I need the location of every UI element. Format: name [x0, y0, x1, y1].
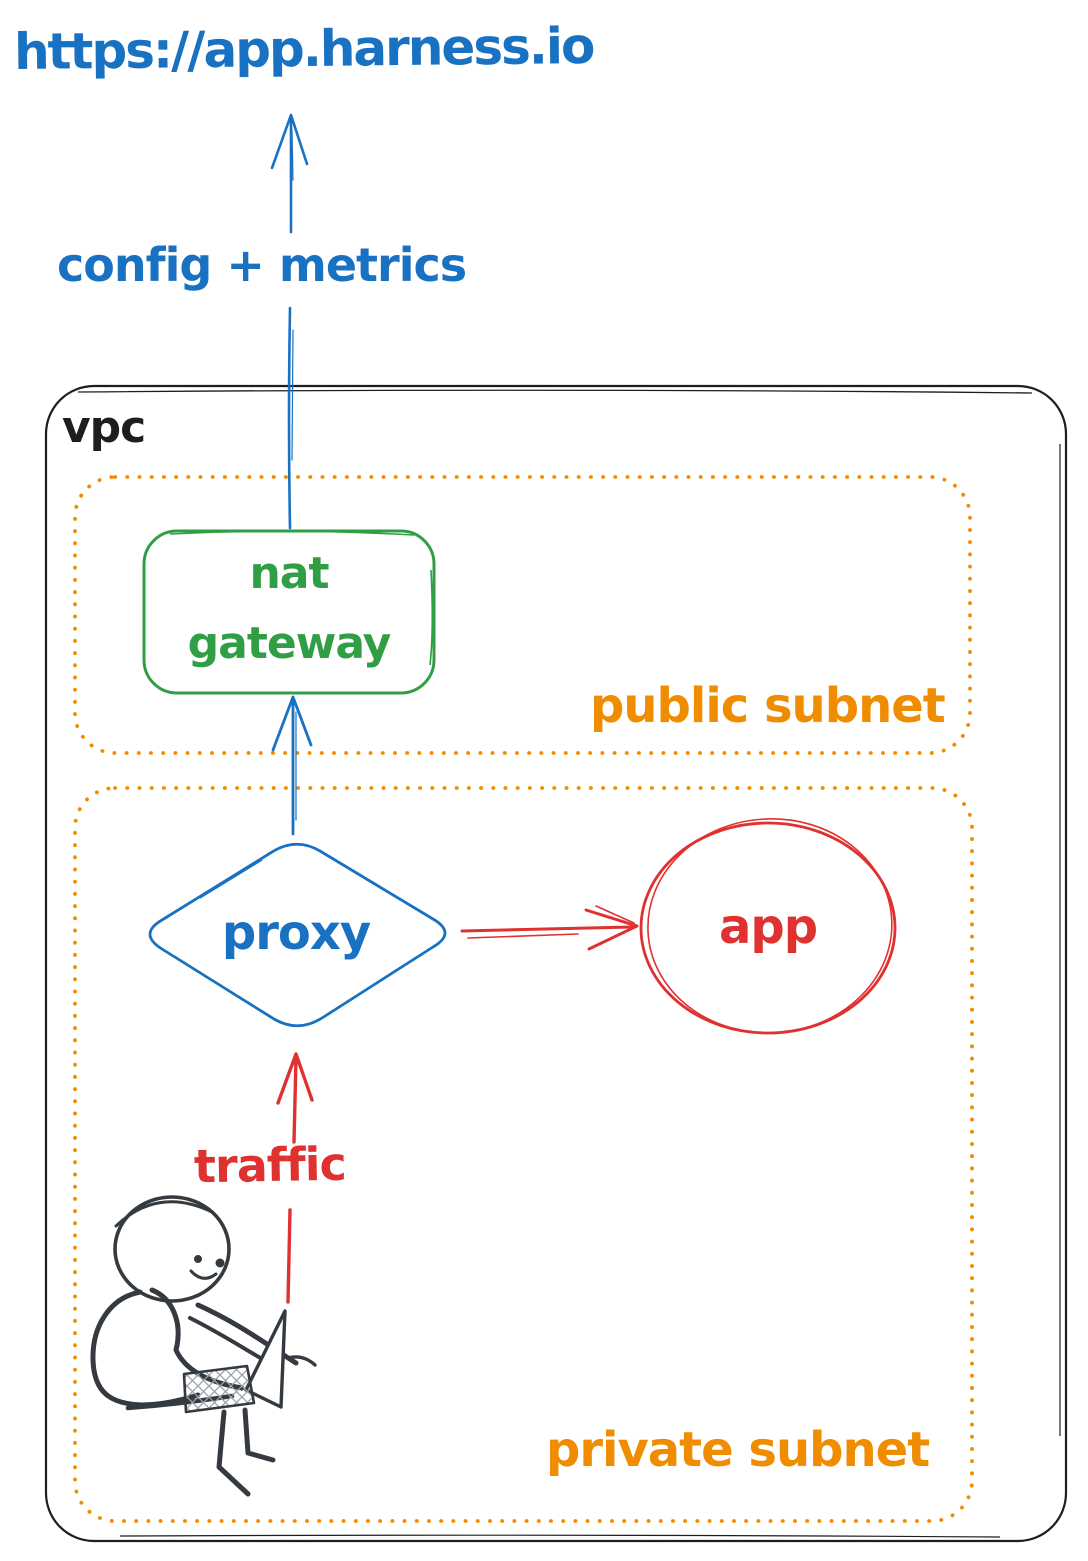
- traffic-label: traffic: [193, 1136, 347, 1194]
- person-arm: [195, 1302, 299, 1366]
- private-subnet-label: private subnet: [546, 1422, 930, 1478]
- person-leg: [242, 1407, 276, 1463]
- app-circle: [639, 818, 897, 1035]
- person-nose: [215, 1258, 225, 1268]
- vpc-box: [44, 384, 1068, 1543]
- arrow-proxy-to-nat: [271, 695, 313, 836]
- arrow-proxy-to-app: [460, 905, 639, 951]
- arrow-nat-to-url: [270, 113, 309, 530]
- proxy-diamond: [148, 842, 447, 1028]
- nat-gateway-label-line2: gateway: [187, 618, 392, 669]
- person-hand: [286, 1355, 317, 1367]
- public-subnet-label: public subnet: [590, 678, 946, 734]
- nat-gateway-label-line1: nat: [249, 548, 329, 599]
- laptop-screen: [244, 1309, 287, 1409]
- public-subnet-box: [73, 475, 972, 755]
- person-with-laptop: [90, 1195, 317, 1497]
- laptop-keyboard: [182, 1364, 256, 1414]
- harness-url-label: https://app.harness.io: [13, 16, 594, 82]
- config-metrics-label: config + metrics: [57, 238, 467, 292]
- proxy-label: proxy: [221, 905, 371, 961]
- person-leg: [216, 1409, 251, 1497]
- app-label: app: [718, 899, 818, 955]
- vpc-label: vpc: [62, 402, 146, 453]
- person-eye: [194, 1255, 202, 1263]
- person-smile: [189, 1269, 218, 1280]
- person-head: [113, 1195, 231, 1303]
- private-subnet-box: [73, 786, 974, 1523]
- arrow-traffic-to-proxy: [276, 1052, 314, 1304]
- nat-gateway-box: [142, 529, 436, 695]
- person-torso: [90, 1289, 201, 1408]
